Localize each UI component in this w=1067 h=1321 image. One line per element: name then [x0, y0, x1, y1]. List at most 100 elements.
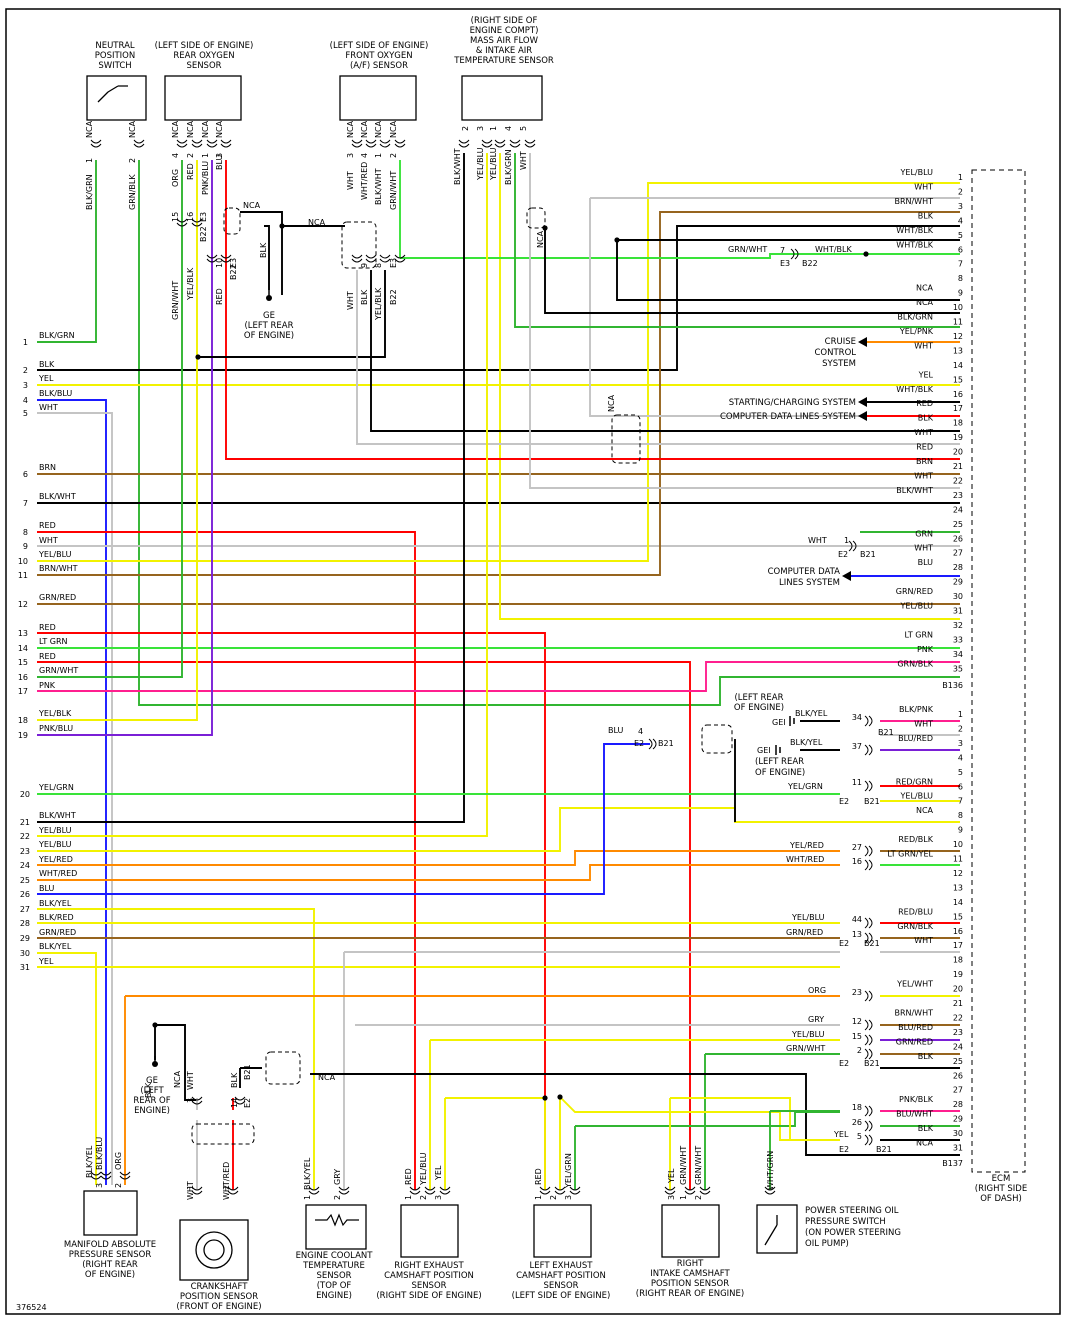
connector-symbol [864, 1034, 873, 1046]
left-pin-a: 3 [23, 381, 28, 390]
vertical-wire-label: YEL/BLU [419, 1152, 428, 1186]
left-wire-label: YEL/BLU [38, 840, 72, 849]
splice-dot [863, 251, 869, 257]
connector-symbol [864, 1134, 873, 1146]
wire-blkyel-ect [37, 908, 315, 1190]
ecm-wire-label-a: GRN/RED [896, 587, 933, 596]
ecm-pin-b: 14 [953, 898, 963, 907]
ecm-pin-a: 7 [958, 260, 963, 269]
vertical-wire-label: BLK [360, 289, 369, 305]
splice-pin: E2 [839, 1145, 849, 1154]
ecm-pin-b: 10 [953, 840, 963, 849]
ecm-caption: ECM [992, 1174, 1011, 1184]
ecm-pin-a: 15 [953, 375, 963, 384]
vertical-pin-number: 4 [171, 153, 180, 158]
connector-symbol [439, 1186, 451, 1195]
wire-label: WHT [808, 536, 827, 545]
wire-label: YEL/BLU [791, 1030, 825, 1039]
ecm-wire-label-b: RED/BLU [898, 907, 933, 916]
data-lines-arrow-icon [842, 571, 851, 581]
vertical-pin-number: 2 [333, 1195, 342, 1200]
connector-symbol [365, 139, 377, 148]
left-wire-label: LT GRN [39, 637, 68, 646]
connector-symbol [100, 1171, 112, 1180]
neutral-switch-title: POSITION [95, 51, 135, 61]
rear-o2-title: SENSOR [186, 61, 221, 71]
ecm-pin-b: 6 [958, 782, 963, 791]
ecm-wire-label-b: BLK [918, 1124, 934, 1133]
connector-symbol [308, 1186, 320, 1195]
ecm-pin-a: 29 [953, 578, 963, 587]
vertical-wire-label: YEL/BLK [374, 287, 383, 321]
ecm-pin-b: 25 [953, 1057, 963, 1066]
ect-title: ENGINE) [316, 1291, 352, 1301]
rear-o2-title: (LEFT SIDE OF ENGINE) [155, 41, 254, 51]
ckp-title: POSITION SENSOR [180, 1292, 258, 1302]
vertical-wire-label: BLK/YEL [85, 1145, 94, 1178]
left-wire-label: BLK/GRN [39, 331, 75, 340]
connector-symbol [119, 1171, 131, 1180]
ecm-wire-label-b: BLU/WHT [896, 1110, 933, 1119]
connector-symbol [524, 139, 536, 148]
ecm-wire-label-b: NCA [916, 1139, 934, 1148]
ckp-title: CRANKSHAFT [191, 1282, 249, 1292]
vertical-wire-label: RED [534, 1168, 543, 1185]
vertical-wire-label: NCA [85, 120, 94, 138]
left-pin-a: 1 [23, 338, 28, 347]
ground-label: (LEFT REAR [755, 757, 804, 767]
connector-symbol [220, 139, 232, 148]
left-pin-a: 17 [18, 687, 28, 696]
wire-whtred-25 [37, 864, 840, 881]
ground-label: OF ENGINE) [734, 703, 784, 713]
vertical-pin-number: 3 [564, 1195, 573, 1200]
splice-pin: 1 [844, 536, 849, 545]
wire-nca-10 [544, 228, 960, 314]
connector-symbol [379, 254, 391, 263]
connector-symbol [864, 990, 873, 1002]
vertical-pin-number: 16 [186, 212, 195, 222]
connector-symbol [458, 139, 470, 148]
data-lines-arrow-icon [858, 411, 867, 421]
vertical-pin-number: 4 [504, 126, 513, 131]
right-exh-cmp-box [400, 1204, 459, 1258]
connector-symbol [394, 139, 406, 148]
vertical-wire-label: RED [186, 163, 195, 180]
wire-yelred-24 [37, 850, 840, 866]
wire-brnwht-3 [37, 211, 960, 576]
ecm-pin-a: 9 [958, 289, 963, 298]
vertical-pin-number: 1 [201, 153, 210, 158]
vertical-wire-label: NCA [536, 230, 545, 248]
connector-symbol [206, 139, 218, 148]
ecm-wire-label-a: LT GRN [904, 630, 933, 639]
ps-switch-title: POWER STEERING OIL [805, 1206, 899, 1216]
left-wire-label: BLK/WHT [39, 492, 76, 501]
ecm-pin-b: 19 [953, 970, 963, 979]
left-pin-a: 14 [18, 644, 28, 653]
ecm-pin-a: 10 [953, 303, 963, 312]
ecm-pin-a: 27 [953, 549, 963, 558]
left-pin-a: 12 [18, 600, 28, 609]
cruise-arrow-icon [858, 337, 867, 347]
left-wire-label: BLK/YEL [39, 899, 72, 908]
ecm-wire-label-a: WHT [914, 471, 933, 480]
ecm-pin-a: 22 [953, 476, 963, 485]
vertical-pin-number: 8 [374, 263, 383, 268]
ecm-wire-label-b: WHT [914, 719, 933, 728]
wire-label: WHT/RED [786, 855, 824, 864]
ecm-pin-a: 17 [953, 404, 963, 413]
wire-yelblu-23 [37, 807, 960, 852]
left-pin-a: 8 [23, 528, 28, 537]
vertical-pin-number: E3 [229, 258, 238, 268]
left-wire-label: BLU [39, 884, 55, 893]
vertical-wire-label: NCA [360, 120, 369, 138]
connector-symbol [133, 139, 145, 148]
coil-icon [195, 1231, 233, 1269]
ecm-pin-a: 6 [958, 245, 963, 254]
left-wire-label: BLK/BLU [39, 389, 72, 398]
connector-symbol [790, 248, 799, 260]
vertical-wire-label: WHT/RED [360, 162, 369, 200]
wire-wht-fo2 [589, 198, 960, 417]
ecm-pin-b: 1 [958, 710, 963, 719]
ecm-wire-label-b: WHT [914, 936, 933, 945]
